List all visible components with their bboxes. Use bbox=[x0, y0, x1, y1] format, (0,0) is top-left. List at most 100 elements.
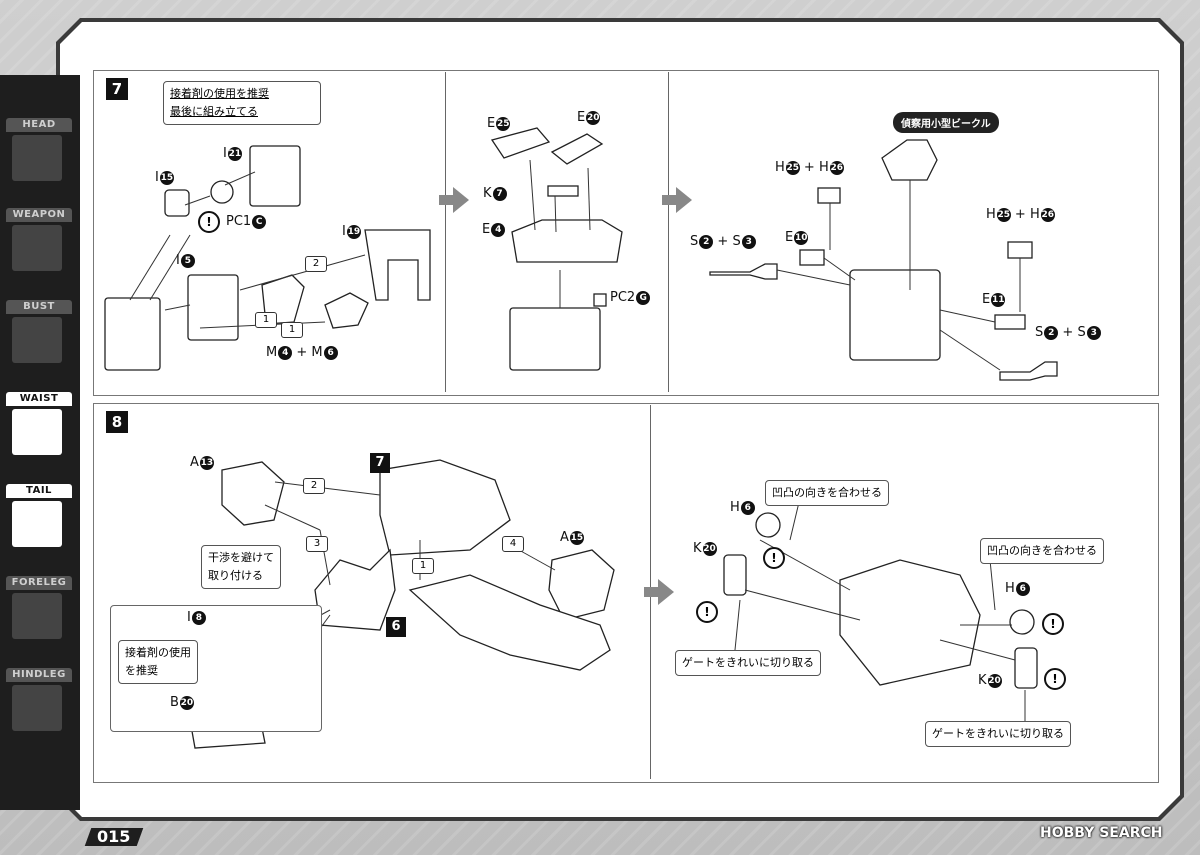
subassembly-6-badge: 6 bbox=[386, 617, 406, 637]
sidebar-item-hindleg[interactable]: HINDLEG bbox=[6, 668, 72, 731]
gate-note-2: ゲートをきれいに切り取る bbox=[925, 721, 1071, 747]
sidebar-item-label: FORELEG bbox=[6, 576, 72, 590]
waist-thumbnail bbox=[12, 409, 62, 455]
part-i5 bbox=[187, 274, 239, 341]
sidebar-item-foreleg[interactable]: FORELEG bbox=[6, 576, 72, 639]
subassembly-7-badge: 7 bbox=[370, 453, 390, 473]
order-badge: 4 bbox=[502, 536, 524, 552]
watermark: HOBBY SEARCH bbox=[1040, 825, 1163, 841]
part-e10 bbox=[799, 249, 825, 266]
head-thumbnail bbox=[12, 135, 62, 181]
order-badge: 3 bbox=[306, 536, 328, 552]
part-h25-h26-a bbox=[817, 187, 841, 204]
part-k20-b bbox=[1014, 647, 1038, 689]
part-pc1c bbox=[210, 180, 234, 204]
sidebar-item-tail[interactable]: TAIL bbox=[6, 484, 72, 547]
order-badge: 1 bbox=[281, 322, 303, 338]
step-8-number: 8 bbox=[106, 411, 128, 433]
step-7-number: 7 bbox=[106, 78, 128, 100]
flow-arrow bbox=[439, 187, 469, 213]
order-badge: 2 bbox=[305, 256, 327, 272]
sidebar-item-waist[interactable]: WAIST bbox=[6, 392, 72, 455]
recon-vehicle bbox=[881, 139, 938, 181]
part-h6-b bbox=[1009, 609, 1035, 635]
sidebar-item-head[interactable]: HEAD bbox=[6, 118, 72, 181]
sidebar-item-label: HEAD bbox=[6, 118, 72, 132]
warning-icon: ! bbox=[763, 547, 785, 569]
part-a13 bbox=[221, 461, 285, 526]
sidebar-item-label: TAIL bbox=[6, 484, 72, 498]
part-s2-s3-a bbox=[709, 263, 778, 280]
section-sidebar: HEAD WEAPON BUST WAIST TAIL FORELEG HIND… bbox=[0, 75, 80, 810]
step-7-divider-2 bbox=[668, 72, 669, 392]
hindleg-thumbnail bbox=[12, 685, 62, 731]
part-e20 bbox=[550, 133, 604, 165]
glue-note-text: 接着剤の使用を推奨 bbox=[170, 87, 269, 100]
assemble-last-text: 最後に組み立てる bbox=[170, 105, 258, 118]
flow-arrow bbox=[644, 579, 674, 605]
part-i15 bbox=[164, 189, 190, 217]
main-body-left bbox=[104, 297, 161, 371]
part-e25 bbox=[490, 127, 551, 159]
order-badge: 1 bbox=[255, 312, 277, 328]
warning-icon: ! bbox=[696, 601, 718, 623]
glue-note: 接着剤の使用を推奨 最後に組み立てる bbox=[163, 81, 321, 125]
warning-icon: ! bbox=[1042, 613, 1064, 635]
warning-icon: ! bbox=[1044, 668, 1066, 690]
avoid-interference-note: 干渉を避けて 取り付ける bbox=[201, 545, 281, 589]
order-badge: 2 bbox=[303, 478, 325, 494]
sidebar-item-bust[interactable]: BUST bbox=[6, 300, 72, 363]
weapon-thumbnail bbox=[12, 225, 62, 271]
sidebar-item-label: BUST bbox=[6, 300, 72, 314]
assembly-7 bbox=[379, 459, 511, 556]
part-pc2g bbox=[593, 293, 607, 307]
sidebar-item-weapon[interactable]: WEAPON bbox=[6, 208, 72, 271]
sidebar-item-label: HINDLEG bbox=[6, 668, 72, 682]
glue-note-2: 接着剤の使用 を推奨 bbox=[118, 640, 198, 684]
part-i19 bbox=[364, 229, 431, 301]
bust-thumbnail bbox=[12, 317, 62, 363]
sidebar-item-label: WAIST bbox=[6, 392, 72, 406]
assembly-final bbox=[839, 559, 981, 686]
foreleg-thumbnail bbox=[12, 593, 62, 639]
part-k7 bbox=[547, 185, 579, 197]
part-i21 bbox=[249, 145, 301, 207]
sidebar-item-label: WEAPON bbox=[6, 208, 72, 222]
tail-thumbnail bbox=[12, 501, 62, 547]
assembly-6 bbox=[408, 574, 611, 671]
part-e4 bbox=[511, 219, 623, 263]
recon-vehicle-label: 偵察用小型ビークル bbox=[893, 112, 999, 133]
waist-assembly-2 bbox=[509, 307, 601, 371]
part-a-bracket bbox=[314, 548, 396, 631]
waist-assembly-3 bbox=[849, 269, 941, 361]
part-a15 bbox=[548, 549, 615, 621]
warning-icon: ! bbox=[198, 211, 220, 233]
order-badge: 1 bbox=[412, 558, 434, 574]
part-s2-s3-b bbox=[999, 361, 1058, 381]
part-h6-a bbox=[755, 512, 781, 538]
align-note-1: 凹凸の向きを合わせる bbox=[765, 480, 889, 506]
